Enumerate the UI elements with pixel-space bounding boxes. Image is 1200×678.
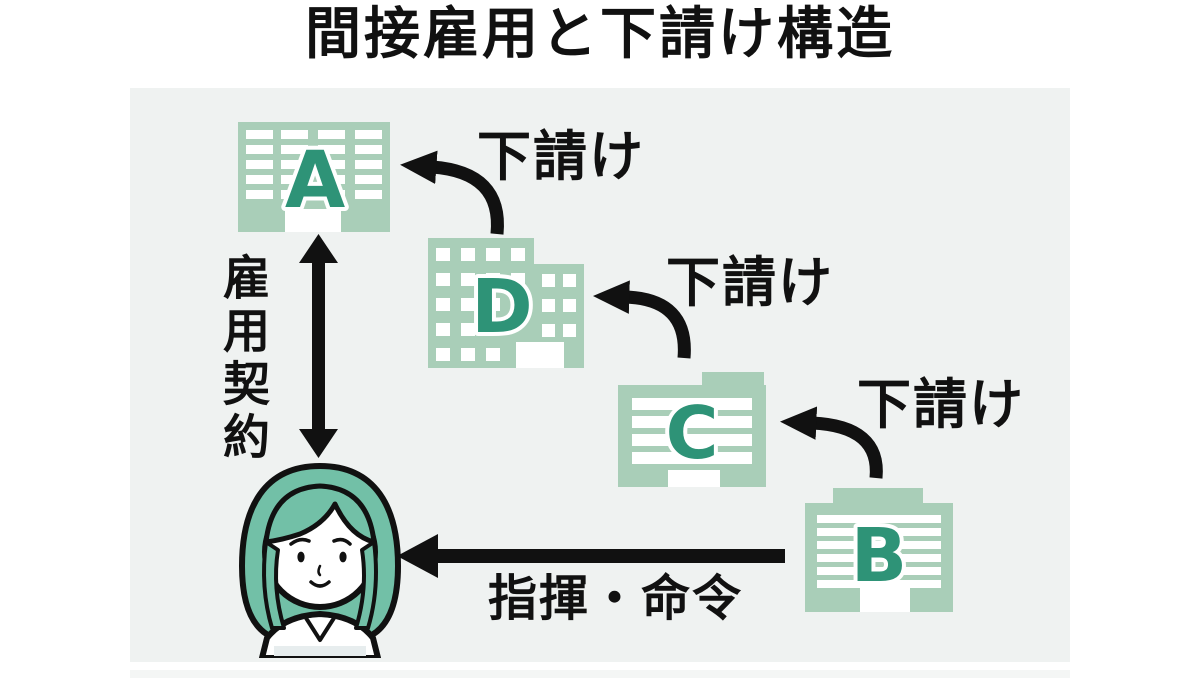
building-d-icon: D bbox=[428, 238, 584, 368]
building-c-icon: C bbox=[618, 372, 766, 487]
building-letter-d: D bbox=[471, 264, 532, 350]
building-letter-b: B bbox=[851, 513, 907, 599]
employment-contract-label: 雇用契約 bbox=[216, 253, 269, 465]
subcontract-label-1: 下請け bbox=[477, 127, 645, 187]
building-b-icon: B bbox=[805, 488, 953, 612]
page-title: 間接雇用と下請け構造 bbox=[305, 2, 895, 65]
building-letter-a: A bbox=[285, 136, 345, 226]
subcontract-label-2: 下請け bbox=[666, 253, 834, 313]
building-letter-c: C bbox=[666, 391, 719, 475]
female-worker-icon bbox=[239, 463, 401, 658]
next-panel-edge bbox=[130, 670, 1070, 678]
direction-command-label: 指揮・命令 bbox=[488, 572, 744, 626]
building-a-icon: A bbox=[238, 122, 390, 232]
subcontract-label-3: 下請け bbox=[857, 375, 1025, 435]
